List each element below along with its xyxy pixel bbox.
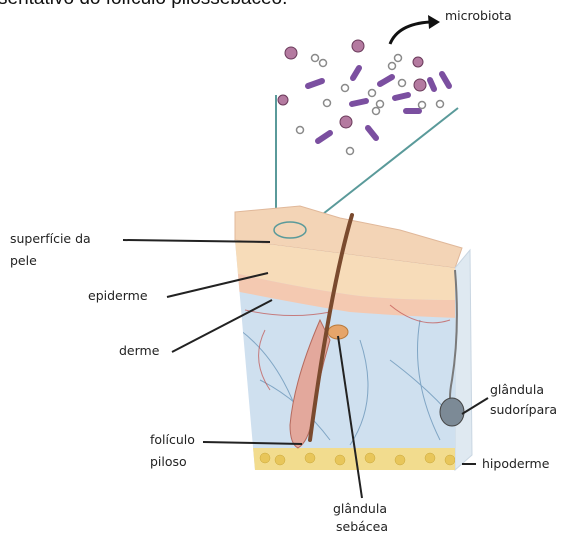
label-hypodermis: hipoderme xyxy=(482,454,549,474)
label-hair-follicle-line2: piloso xyxy=(150,452,187,472)
skin-side-face xyxy=(455,250,472,470)
microbiota-cloud xyxy=(278,40,449,155)
label-sebaceous-line1: glândula xyxy=(333,499,387,519)
microbiota-arrow xyxy=(390,22,430,44)
microbiota-arrowhead xyxy=(428,15,440,29)
label-skin-surface-line2: pele xyxy=(10,251,37,271)
skin-block xyxy=(230,206,472,475)
label-sebaceous-line2: sebácea xyxy=(336,517,388,537)
label-epidermis: epiderme xyxy=(88,286,148,306)
label-skin-surface-line1: superfície da xyxy=(10,229,91,249)
label-sweat-gland-line2: sudorípara xyxy=(490,400,557,420)
label-microbiota: microbiota xyxy=(445,6,512,26)
label-sweat-gland-line1: glândula xyxy=(490,380,544,400)
label-dermis: derme xyxy=(119,341,159,361)
label-hair-follicle-line1: folículo xyxy=(150,430,195,450)
